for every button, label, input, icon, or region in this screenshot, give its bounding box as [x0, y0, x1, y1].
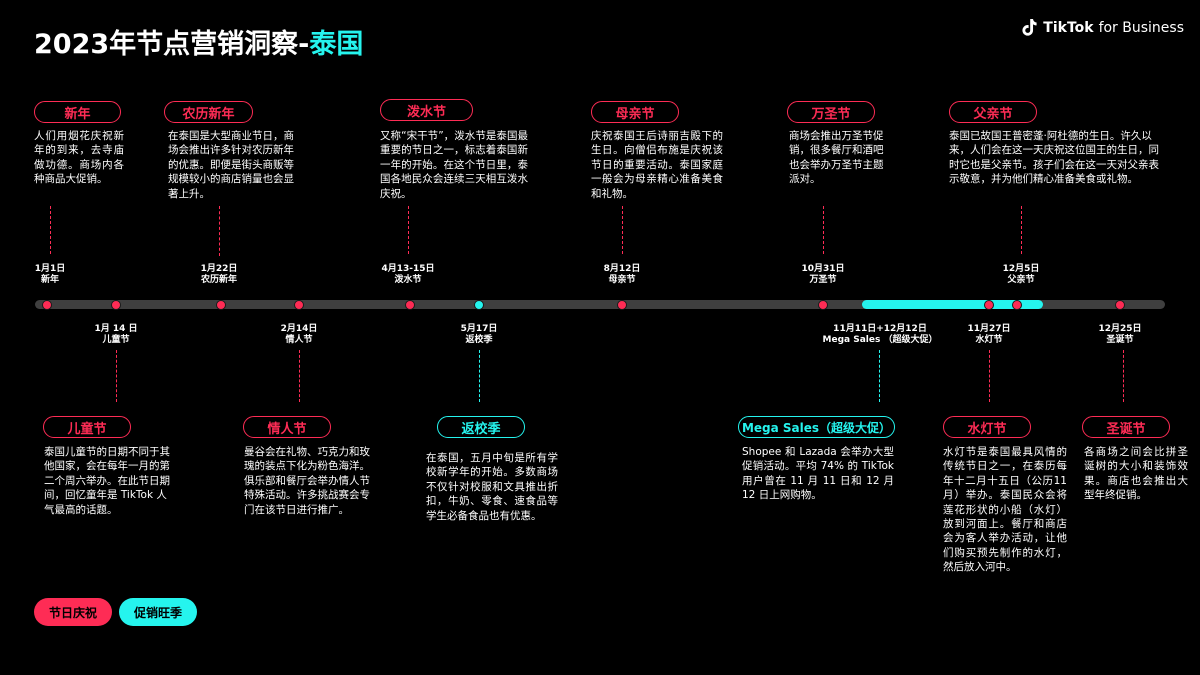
event-pill-childrens-day: 儿童节	[43, 416, 131, 438]
timeline-dot-back-to-school	[474, 299, 484, 310]
date-name-loy-krathong: 水灯节	[975, 335, 1003, 345]
event-pill-valentines-day: 情人节	[243, 416, 331, 438]
timeline-dot-childrens-day	[111, 299, 121, 310]
date-new-year: 1月1日	[34, 264, 66, 274]
date-songkran: 4月13-15日	[381, 264, 435, 274]
date-lunar-new-year: 1月22日	[200, 264, 238, 274]
legend-promo-peak-season: 促销旺季	[119, 598, 197, 626]
event-pill-mothers-day: 母亲节	[591, 101, 679, 123]
date-name-new-year: 新年	[40, 275, 59, 285]
date-name-songkran: 泼水节	[394, 275, 422, 285]
date-childrens-day: 1月 14 日	[94, 324, 138, 334]
event-desc-loy-krathong: 水灯节是泰国最具风情的传统节日之一，在泰历每年十二月十五日（公历11月）举办。泰…	[943, 446, 1067, 574]
date-label-back-to-school: 5月17日返校季	[461, 324, 498, 346]
date-label-new-year: 1月1日新年	[35, 264, 66, 286]
event-desc-mothers-day: 庆祝泰国王后诗丽吉殿下的生日。向僧侣布施是庆祝该节日的重要活动。泰国家庭一般会为…	[591, 130, 723, 200]
legend-festival-celebration: 节日庆祝	[34, 598, 112, 626]
timeline-dot-halloween	[818, 299, 828, 310]
date-fathers-day: 12月5日	[1002, 264, 1040, 274]
date-label-songkran: 4月13-15日泼水节	[381, 264, 434, 286]
connector-back-to-school	[479, 350, 480, 402]
date-name-childrens-day: 儿童节	[102, 335, 130, 345]
date-name-fathers-day: 父亲节	[1007, 275, 1035, 285]
event-desc-christmas: 各商场之间会比拼圣诞树的大小和装饰效果。商店也会推出大型年终促销。	[1084, 446, 1188, 502]
timeline-dot-mothers-day	[617, 299, 627, 310]
date-name-back-to-school: 返校季	[465, 335, 493, 345]
date-valentines-day: 2月14日	[280, 324, 318, 334]
connector-songkran	[408, 206, 409, 254]
date-mothers-day: 8月12日	[603, 264, 641, 274]
event-desc-valentines-day: 曼谷会在礼物、巧克力和玫瑰的装点下化为粉色海洋。俱乐部和餐厅会举办情人节特殊活动…	[244, 446, 370, 516]
brand-rest: for Business	[1098, 19, 1184, 36]
date-name-halloween: 万圣节	[809, 275, 837, 285]
tiktok-for-business-logo: TikTok for Business	[1021, 18, 1184, 37]
event-desc-new-year: 人们用烟花庆祝新年的到来，去寺庙做功德。商场内各种商品大促销。	[34, 130, 124, 186]
brand-bold: TikTok	[1043, 19, 1094, 36]
date-label-christmas: 12月25日圣诞节	[1098, 324, 1141, 346]
timeline-dot-loy-krathong	[984, 299, 994, 310]
event-pill-christmas: 圣诞节	[1082, 416, 1170, 438]
date-label-loy-krathong: 11月27日水灯节	[967, 324, 1010, 346]
timeline-dot-valentines-day	[294, 299, 304, 310]
timeline-dot-christmas	[1115, 299, 1125, 310]
date-label-lunar-new-year: 1月22日农历新年	[201, 264, 238, 286]
timeline-mega-sales-highlight	[862, 300, 1043, 309]
connector-loy-krathong	[989, 350, 990, 402]
timeline-dot-songkran	[405, 299, 415, 310]
connector-childrens-day	[116, 350, 117, 402]
connector-halloween	[823, 206, 824, 254]
connector-mega-sales	[879, 350, 880, 402]
event-pill-songkran: 泼水节	[380, 99, 473, 121]
page-title: 2023年节点营销洞察-泰国	[34, 22, 363, 61]
timeline-dot-lunar-new-year	[216, 299, 226, 310]
date-name-mega-sales: Mega Sales （超级大促）	[822, 335, 938, 345]
date-name-lunar-new-year: 农历新年	[200, 275, 238, 285]
timeline-dot-fathers-day	[1012, 299, 1022, 310]
event-pill-back-to-school: 返校季	[437, 416, 525, 438]
date-halloween: 10月31日	[801, 264, 845, 274]
date-name-christmas: 圣诞节	[1106, 335, 1134, 345]
date-christmas: 12月25日	[1098, 324, 1142, 334]
connector-valentines-day	[299, 350, 300, 402]
date-name-valentines-day: 情人节	[285, 335, 313, 345]
date-label-halloween: 10月31日万圣节	[801, 264, 844, 286]
event-desc-mega-sales: Shopee 和 Lazada 会举办大型促销活动。平均 74% 的 TikTo…	[742, 446, 894, 502]
event-desc-halloween: 商场会推出万圣节促销，很多餐厅和酒吧也会举办万圣节主题派对。	[789, 130, 884, 186]
event-desc-songkran: 又称“宋干节”，泼水节是泰国最重要的节日之一，标志着泰国新一年的开始。在这个节日…	[380, 130, 528, 200]
event-desc-childrens-day: 泰国儿童节的日期不同于其他国家，会在每年一月的第二个周六举办。在此节日期间，回忆…	[44, 446, 170, 516]
connector-mothers-day	[622, 206, 623, 254]
event-pill-new-year: 新年	[34, 101, 121, 123]
connector-new-year	[50, 206, 51, 254]
event-desc-fathers-day: 泰国已故国王普密蓬·阿杜德的生日。许久以来，人们会在这一天庆祝这位国王的生日，同…	[949, 130, 1159, 186]
event-desc-back-to-school: 在泰国，五月中旬是所有学校新学年的开始。多数商场不仅针对校服和文具推出折扣，牛奶…	[426, 452, 558, 522]
date-name-mothers-day: 母亲节	[608, 275, 636, 285]
title-main: 2023年节点营销洞察-	[34, 29, 310, 60]
event-pill-fathers-day: 父亲节	[949, 101, 1037, 123]
date-label-mothers-day: 8月12日母亲节	[604, 264, 641, 286]
event-pill-loy-krathong: 水灯节	[943, 416, 1031, 438]
timeline-track	[35, 300, 1165, 309]
event-desc-lunar-new-year: 在泰国是大型商业节日，商场会推出许多针对农历新年的优惠。即便是街头商贩等规模较小…	[168, 130, 294, 200]
title-accent: 泰国	[309, 29, 364, 60]
date-label-fathers-day: 12月5日父亲节	[1003, 264, 1040, 286]
date-back-to-school: 5月17日	[460, 324, 498, 334]
tiktok-note-icon	[1022, 19, 1037, 36]
date-mega-sales: 11月11日+12月12日	[833, 324, 927, 334]
date-loy-krathong: 11月27日	[967, 324, 1011, 334]
connector-fathers-day	[1021, 206, 1022, 254]
event-pill-mega-sales: Mega Sales（超级大促）	[738, 416, 895, 438]
event-pill-halloween: 万圣节	[787, 101, 875, 123]
date-label-valentines-day: 2月14日情人节	[281, 324, 318, 346]
event-pill-lunar-new-year: 农历新年	[164, 101, 253, 123]
connector-christmas	[1123, 350, 1124, 402]
connector-lunar-new-year	[219, 206, 220, 256]
date-label-childrens-day: 1月 14 日儿童节	[94, 324, 137, 346]
timeline-dot-new-year	[42, 299, 52, 310]
